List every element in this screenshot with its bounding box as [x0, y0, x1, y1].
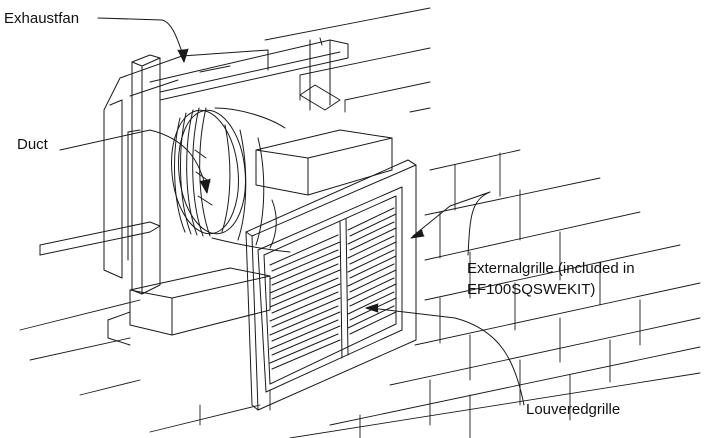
leader-external-grille — [410, 191, 491, 256]
wall-brickwork — [19, 7, 701, 438]
label-duct: Duct — [17, 136, 48, 153]
leader-louvered-grille — [365, 303, 525, 406]
external-grille-frame — [245, 159, 417, 411]
label-external-grille-line1: Externalgrille (included in — [467, 260, 635, 277]
flexible-duct — [171, 107, 291, 253]
spacer-block-bottom — [107, 267, 271, 346]
leader-exhaust-fan — [97, 17, 189, 63]
timber-frame — [39, 37, 349, 295]
label-external-grille-line2: EF100SQSWEKIT) — [467, 281, 596, 298]
spacer-block-top — [255, 129, 393, 196]
label-exhaust-fan: Exhaustfan — [4, 10, 80, 27]
louvered-grille — [269, 207, 397, 370]
leader-duct — [59, 129, 211, 194]
exhaust-fan-housing — [103, 49, 269, 279]
label-louvered-grille: Louveredgrille — [526, 401, 621, 418]
